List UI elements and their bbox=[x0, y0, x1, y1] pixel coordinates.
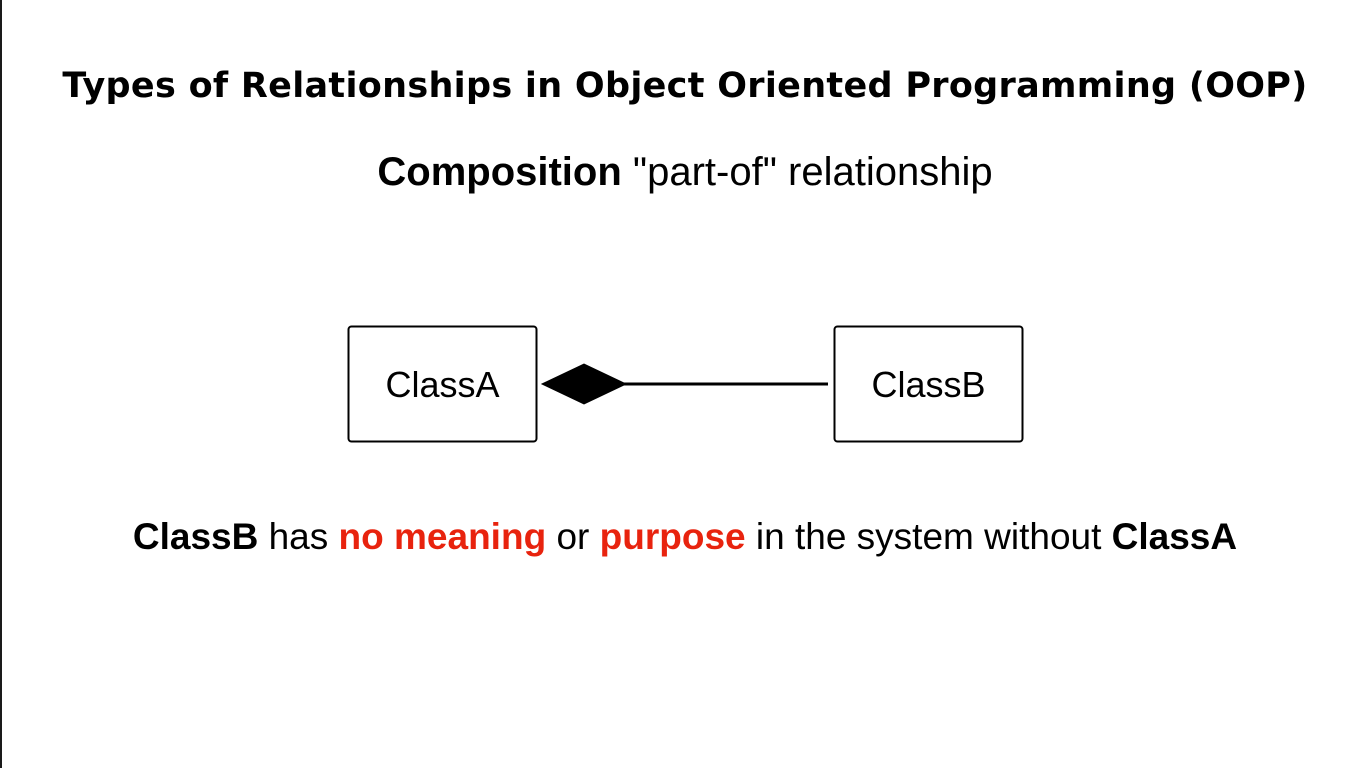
subtitle-rest: "part-of" relationship bbox=[621, 150, 993, 194]
caption-text-without: in the system without bbox=[745, 516, 1112, 557]
subtitle-term: Composition bbox=[377, 150, 622, 194]
class-b-box bbox=[833, 325, 1024, 443]
caption-purpose: purpose bbox=[599, 516, 746, 557]
caption-class-a: ClassA bbox=[1111, 516, 1238, 557]
caption-text-has: has bbox=[258, 516, 339, 557]
composition-diamond-icon bbox=[540, 363, 628, 405]
slide-subtitle: Composition "part-of" relationship bbox=[2, 150, 1366, 195]
class-a-box bbox=[347, 325, 538, 443]
caption-no-meaning: no meaning bbox=[338, 516, 547, 557]
slide-title: Types of Relationships in Object Oriente… bbox=[62, 66, 1308, 106]
caption-class-b: ClassB bbox=[132, 516, 259, 557]
class-a-label: ClassA bbox=[385, 364, 499, 405]
slide-caption: ClassB has no meaning or purpose in the … bbox=[2, 516, 1366, 558]
caption-text-or: or bbox=[546, 516, 600, 557]
class-b-label: ClassB bbox=[871, 364, 985, 405]
